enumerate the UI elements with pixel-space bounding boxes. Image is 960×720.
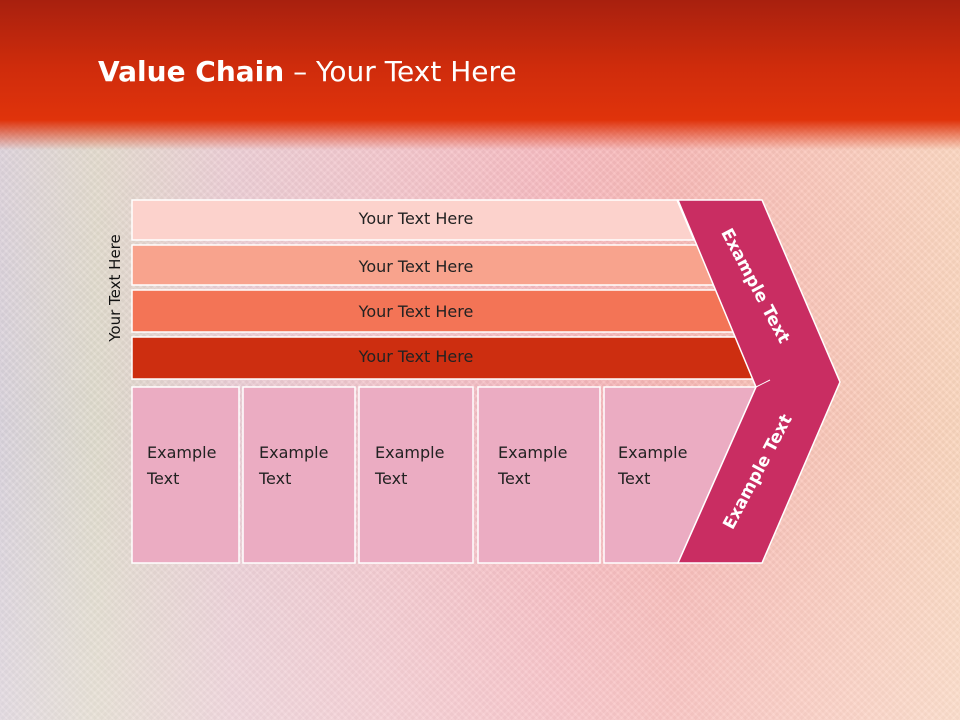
box-1-line1: Example [147, 443, 217, 462]
reflect-chevron-label: Example Text [713, 563, 790, 564]
box-2-line1: Example [259, 443, 329, 462]
chevron-shape[interactable] [676, 199, 841, 564]
title-rest: – Your Text Here [284, 55, 517, 88]
band-1-label: Your Text Here [358, 209, 474, 228]
band-2-label: Your Text Here [358, 257, 474, 276]
box-2-shape[interactable] [242, 386, 356, 564]
box-3-shape[interactable] [358, 386, 474, 564]
box-2-line2: Text [259, 469, 292, 488]
box-1-shape[interactable] [131, 386, 240, 564]
slide-title[interactable]: Value Chain – Your Text Here [98, 55, 517, 88]
box-1-line2: Text [147, 469, 180, 488]
title-bold: Value Chain [98, 55, 285, 88]
band-4-label: Your Text Here [358, 347, 474, 366]
box-4-line2: Text [498, 469, 531, 488]
band-3-label: Your Text Here [358, 302, 474, 321]
header-bar [0, 0, 960, 150]
box-4-line1: Example [498, 443, 568, 462]
box-5-line2: Text [618, 469, 651, 488]
box-3-line2: Text [375, 469, 408, 488]
box-3-line1: Example [375, 443, 445, 462]
box-4-shape[interactable] [477, 386, 601, 564]
box-5-line1: Example [618, 443, 688, 462]
chevron-divider [755, 379, 771, 388]
